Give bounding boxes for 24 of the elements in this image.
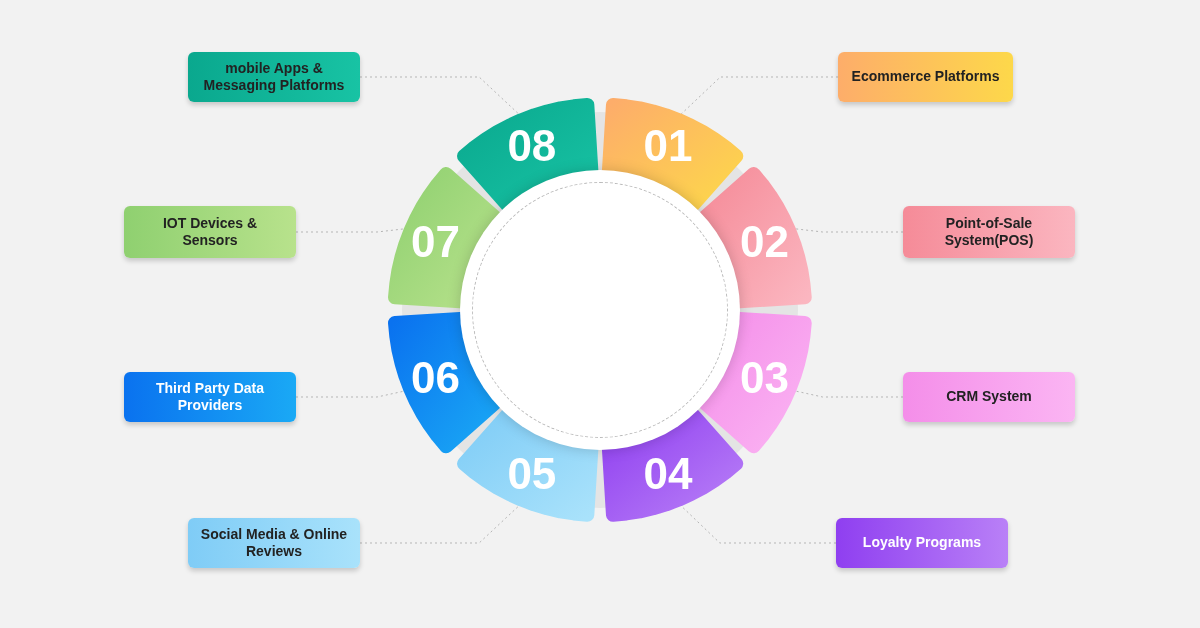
leader-line xyxy=(295,228,405,233)
leader-line xyxy=(680,76,839,115)
category-label: Point-of-Sale System(POS) xyxy=(903,206,1075,258)
category-label: Third Party Data Providers xyxy=(124,372,296,422)
step-number: 03 xyxy=(739,356,789,401)
leader-line xyxy=(795,228,904,233)
category-label: CRM System xyxy=(903,372,1075,422)
leader-line xyxy=(680,505,837,544)
step-number: 05 xyxy=(507,452,557,497)
step-number: 08 xyxy=(507,123,557,168)
step-number: 04 xyxy=(643,452,693,497)
leader-line xyxy=(359,505,520,544)
leader-line xyxy=(295,390,405,398)
category-label: Ecommerce Platforms xyxy=(838,52,1013,102)
step-number: 02 xyxy=(739,219,789,264)
category-label: IOT Devices & Sensors xyxy=(124,206,296,258)
step-number: 07 xyxy=(411,219,460,264)
category-label: mobile Apps & Messaging Platforms xyxy=(188,52,360,102)
leader-line xyxy=(359,76,520,115)
step-number: 01 xyxy=(643,123,693,168)
category-label: Social Media & Online Reviews xyxy=(188,518,360,568)
category-label: Loyalty Programs xyxy=(836,518,1008,568)
leader-line xyxy=(795,390,904,398)
step-number: 06 xyxy=(411,356,460,401)
